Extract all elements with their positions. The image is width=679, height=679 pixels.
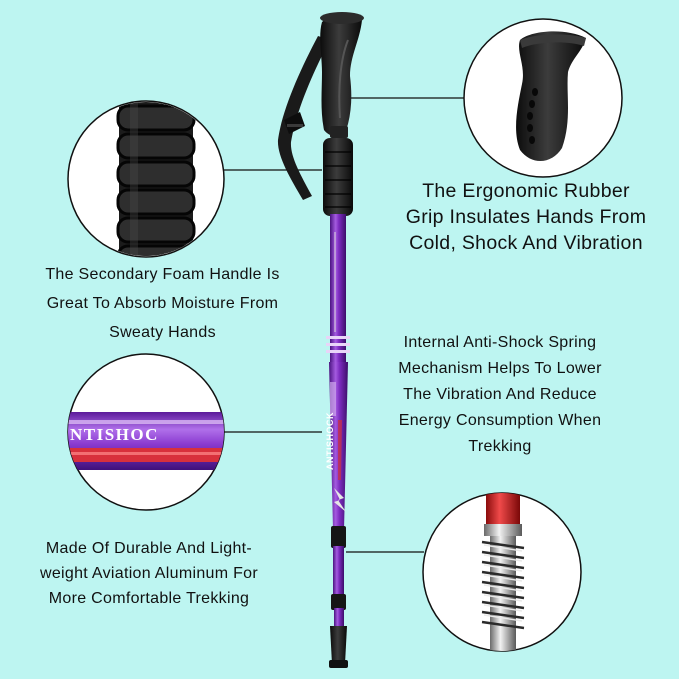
caption-line: Cold, Shock And Vibration (409, 232, 643, 254)
caption-anti-shock-spring: Internal Anti-Shock Spring Mechanism Hel… (374, 330, 626, 460)
caption-line: Grip Insulates Hands From (405, 206, 647, 228)
rubber-tip (330, 626, 347, 664)
caption-line: weight Aviation Aluminum For (40, 565, 258, 582)
zoom-circle-foam (67, 100, 225, 258)
caption-line: More Comfortable Trekking (48, 590, 250, 607)
wrist-strap (277, 36, 330, 200)
caption-rubber-grip: The Ergonomic Rubber Grip Insulates Hand… (368, 178, 679, 256)
caption-line: Mechanism Helps To Lower (398, 360, 602, 377)
upper-shaft (330, 214, 346, 364)
caption-line: Made Of Durable And Light- (45, 540, 253, 557)
caption-line: Sweaty Hands (109, 324, 216, 341)
lock-collar (331, 526, 346, 548)
caption-line: Trekking (468, 438, 532, 455)
caption-line: The Ergonomic Rubber (422, 180, 630, 202)
caption-line: The Secondary Foam Handle Is (45, 266, 280, 283)
caption-line: Internal Anti-Shock Spring (403, 334, 597, 351)
trekking-pole: ANTISHOCK (277, 12, 364, 668)
caption-line: Great To Absorb Moisture From (46, 295, 279, 312)
zoom-circle-spring (422, 492, 582, 652)
shaft-brand-text: ANTISHOCK (325, 412, 335, 470)
aluminum-zoom-text: NTISHOC (70, 425, 159, 444)
zoom-circle-grip (463, 18, 623, 178)
zoom-circle-aluminum: NTISHOC (67, 353, 225, 511)
lower-shaft (333, 546, 344, 596)
foam-handle (323, 138, 353, 216)
caption-aluminum: Made Of Durable And Light- weight Aviati… (8, 536, 290, 611)
caption-line: The Vibration And Reduce (403, 386, 597, 403)
caption-line: Energy Consumption When (398, 412, 602, 429)
caption-foam-handle: The Secondary Foam Handle Is Great To Ab… (10, 260, 315, 347)
